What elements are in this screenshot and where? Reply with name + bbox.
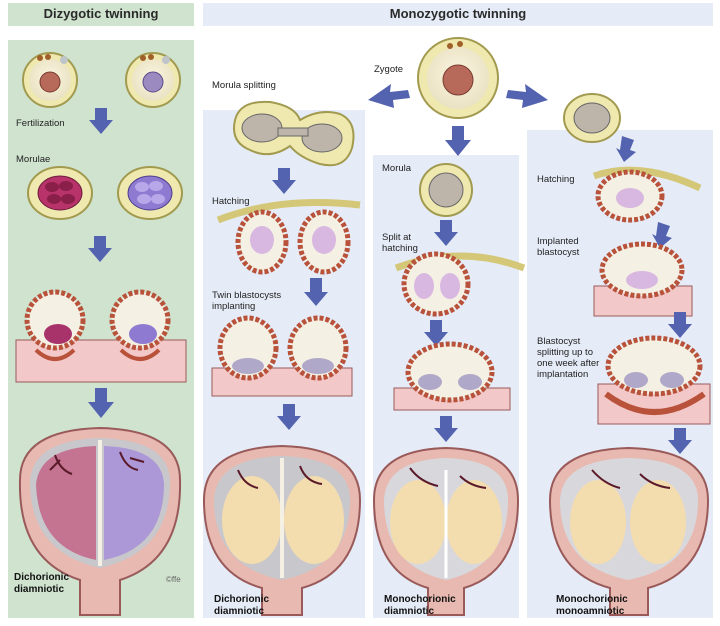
arrow-left-icon	[368, 84, 410, 108]
arrow-down-icon	[616, 136, 636, 162]
zona-shell	[592, 166, 702, 192]
arrow-down-icon	[88, 236, 112, 262]
zona-shell	[216, 199, 361, 224]
label-fertilization: Fertilization	[16, 118, 65, 129]
dizygotic-header-bar	[8, 3, 194, 26]
column-split-at-hatching	[372, 163, 526, 616]
outcome-col3: Monochorionic diamniotic	[384, 594, 456, 617]
label-morula-splitting: Morula splitting	[212, 80, 276, 91]
label-hatching-col2: Hatching	[212, 196, 250, 207]
dizygotic-column	[15, 52, 187, 616]
dizygotic-header: Dizygotic twinning	[43, 6, 159, 21]
label-split-at-hatching: Split at hatching	[382, 232, 418, 254]
uterus-col2	[202, 444, 362, 616]
hatching-blastocyst	[595, 169, 665, 223]
arrow-down-icon	[88, 388, 114, 418]
implanted-blastocyst-shape	[599, 241, 685, 299]
morula-right	[563, 93, 621, 143]
blastocyst-2	[109, 289, 171, 361]
label-implanted-blastocyst: Implanted blastocyst	[537, 236, 580, 258]
uterus-dizygotic	[18, 426, 182, 616]
zona-shell	[394, 252, 526, 272]
arrow-down-icon	[445, 126, 471, 156]
arrow-down-icon	[277, 404, 301, 430]
morula-2	[117, 166, 183, 220]
morula-center	[419, 163, 473, 217]
zygote-1	[22, 52, 78, 108]
label-hatching-col4: Hatching	[537, 174, 575, 185]
arrow-down-icon	[89, 108, 113, 134]
arrow-down-icon	[668, 428, 692, 454]
arrow-down-icon	[272, 168, 296, 194]
zygote-2	[125, 52, 181, 108]
outcome-col4: Monochorionic monoamniotic	[556, 594, 628, 617]
label-twin-blastocysts: Twin blastocysts implanting	[212, 290, 282, 312]
zygote-monozygotic	[417, 37, 499, 119]
splitting-implanted-blastocyst	[604, 335, 706, 415]
uterus-col3	[372, 446, 520, 616]
arrow-down-icon	[424, 320, 448, 346]
arrow-down-icon	[668, 312, 692, 338]
outcome-col1: Dichorionic diamniotic	[14, 572, 70, 595]
blastocyst-1	[24, 289, 86, 361]
label-morulae: Morulae	[16, 154, 51, 165]
label-morula: Morula	[382, 163, 412, 174]
column-morula-splitting	[202, 100, 362, 616]
implanted-split-blastocyst	[405, 341, 495, 403]
morula-1	[27, 166, 93, 220]
monozygotic-header-bar	[203, 3, 713, 26]
arrow-down-icon	[434, 220, 458, 246]
arrow-right-icon	[506, 84, 548, 108]
label-zygote: Zygote	[374, 64, 404, 75]
monozygotic-header: Monozygotic twinning	[389, 6, 527, 21]
label-blastocyst-splitting: Blastocyst splitting up to one week afte…	[537, 336, 600, 380]
twin-blastocysts	[217, 315, 349, 381]
arrow-down-icon	[304, 278, 328, 306]
uterus-col4	[548, 446, 710, 616]
arrow-down-icon	[434, 416, 458, 442]
column-blastocyst-splitting	[548, 93, 711, 616]
arrow-down-icon	[652, 222, 672, 248]
artist-signature: ©ffe	[166, 575, 181, 584]
outcome-col2: Dichorionic diamniotic	[214, 594, 270, 617]
hatching-pair	[235, 209, 351, 275]
split-blastocyst	[401, 251, 471, 317]
